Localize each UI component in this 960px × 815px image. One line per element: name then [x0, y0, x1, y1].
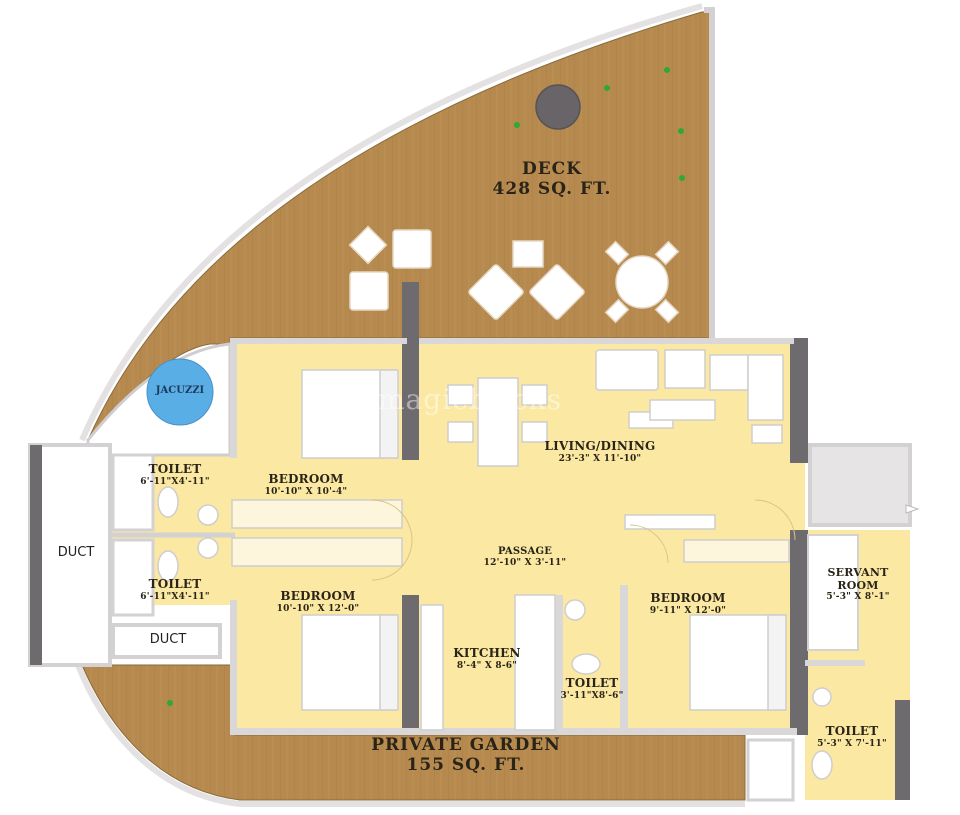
plants [167, 67, 685, 706]
private-garden-name: PRIVATE GARDEN [371, 735, 561, 755]
kitchen-dim: 8'-4" X 8-6" [456, 660, 518, 671]
servant-room-dim: 5'-3" X 8'-1" [826, 592, 890, 603]
living-dining-dim: 23'-3" X 11'-10" [558, 453, 642, 464]
kitchen-name: KITCHEN [453, 646, 521, 660]
deck-area: 428 SQ. FT. [492, 178, 612, 199]
toilet-1-label: TOILET 6'-11"X4'-11" [140, 462, 210, 487]
toilet-1-dim: 6'-11"X4'-11" [140, 476, 210, 487]
walls [402, 282, 910, 800]
toilet-2-dim: 6'-11"X4'-11" [140, 591, 210, 602]
toilet-1-name: TOILET [148, 462, 202, 476]
servant-room-name-line2: ROOM [837, 578, 879, 592]
entrance-lobby [808, 443, 920, 527]
jacuzzi [146, 358, 214, 426]
passage-dim: 12'-10" X 3'-11" [483, 557, 567, 568]
bedroom-3-dim: 9'-11" X 12'-0" [649, 605, 727, 616]
toilet-3-name: TOILET [565, 676, 619, 690]
watermark: magicbricks [378, 383, 563, 416]
toilet-3-dim: 3'-11"X8'-6" [560, 690, 624, 701]
servant-room-label: SERVANT ROOM 5'-3" X 8'-1" [826, 566, 890, 603]
living-dining-label: LIVING/DINING 23'-3" X 11'-10" [544, 439, 656, 464]
toilet-2-label: TOILET 6'-11"X4'-11" [140, 577, 210, 602]
deck-label: DECK 428 SQ. FT. [492, 159, 612, 199]
bedroom-2-dim: 10'-10" X 12'-0" [276, 603, 360, 614]
door-swings [371, 499, 796, 581]
jacuzzi-label: JACUZZI [155, 385, 205, 396]
private-garden-area [75, 663, 746, 807]
bedroom-1-label: BEDROOM 10'-10" X 10'-4" [264, 472, 348, 497]
bedroom-1-dim: 10'-10" X 10'-4" [264, 486, 348, 497]
kitchen-label: KITCHEN 8'-4" X 8-6" [453, 646, 521, 671]
passage-label: PASSAGE 12'-10" X 3'-11" [484, 546, 567, 568]
servant-room-name-line1: SERVANT [827, 566, 889, 579]
private-garden-area: 155 SQ. FT. [406, 754, 526, 775]
duct-1-label: DUCT [57, 545, 95, 560]
passage-name: PASSAGE [497, 546, 553, 557]
interior-furniture [157, 349, 833, 780]
deck-name: DECK [521, 159, 582, 179]
toilet-3-label: TOILET 3'-11"X8'-6" [560, 676, 624, 701]
private-garden-label: PRIVATE GARDEN 155 SQ. FT. [371, 735, 561, 775]
deck-furniture [348, 84, 680, 324]
toilet-2-name: TOILET [148, 577, 202, 591]
toilet-4-name: TOILET [825, 724, 879, 738]
bedroom-2-name: BEDROOM [280, 589, 356, 603]
bedroom-1-name: BEDROOM [268, 472, 344, 486]
duct-2-label: DUCT [149, 632, 187, 647]
living-dining-name: LIVING/DINING [544, 439, 656, 453]
bedroom-3-name: BEDROOM [650, 591, 726, 605]
toilet-4-dim: 5'-3" X 7'-11" [817, 738, 887, 749]
toilet-4-label: TOILET 5'-3" X 7'-11" [817, 724, 887, 749]
bedroom-2-label: BEDROOM 10'-10" X 12'-0" [276, 589, 360, 614]
bedroom-3-label: BEDROOM 9'-11" X 12'-0" [649, 591, 727, 616]
duct-block [28, 443, 235, 667]
